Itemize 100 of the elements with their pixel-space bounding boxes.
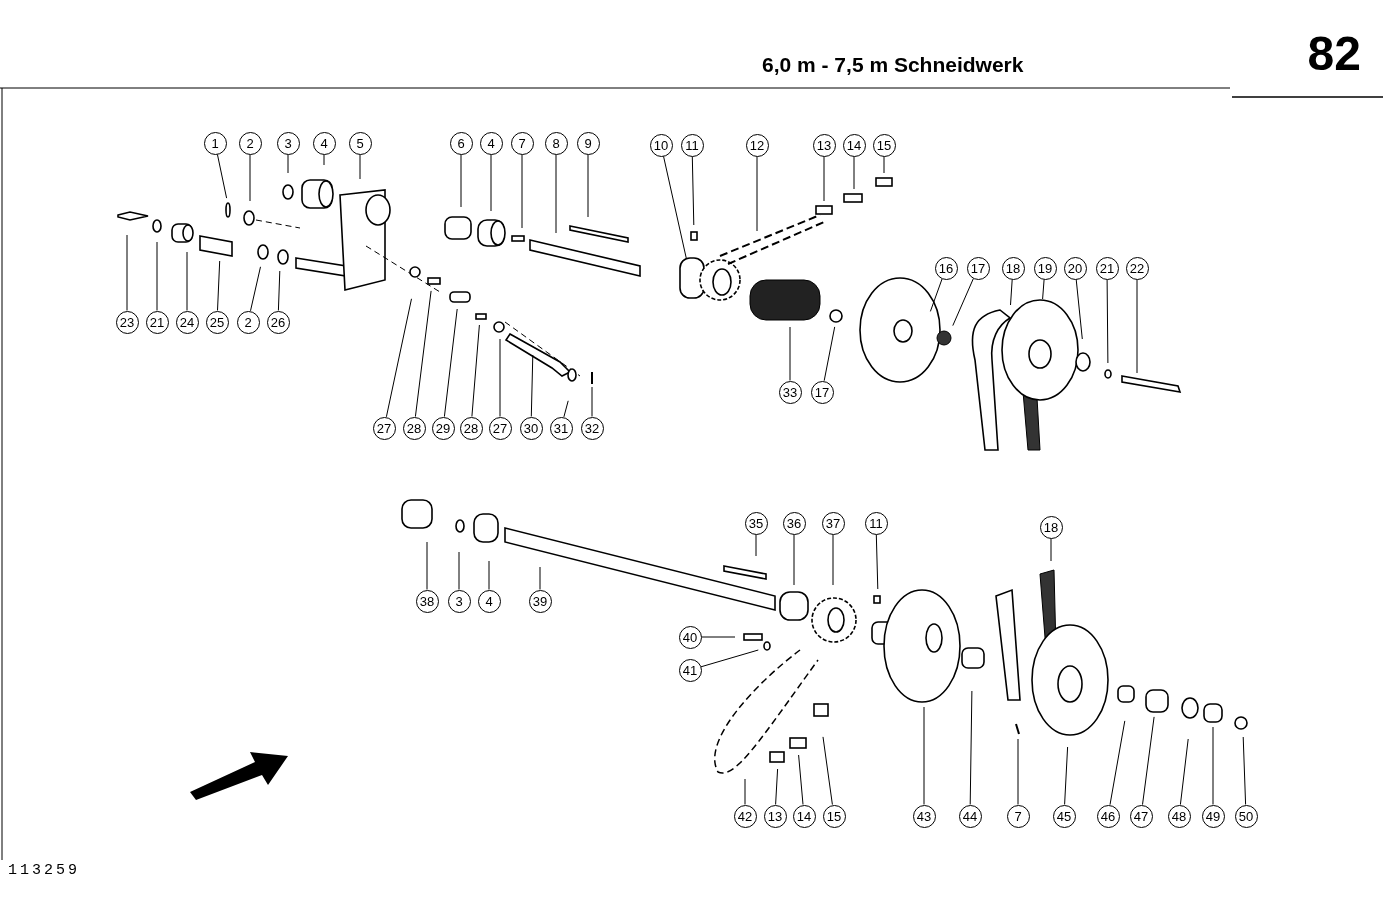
callout-number: 26 <box>266 310 290 334</box>
callout-number: 28 <box>402 416 426 440</box>
callout-number: 2 <box>238 131 262 155</box>
drawing-number: 113259 <box>8 861 80 881</box>
callout-number: 4 <box>312 131 336 155</box>
leader-line <box>323 154 325 166</box>
leader-line <box>700 649 759 668</box>
leader-line <box>798 754 804 805</box>
leader-line <box>853 156 855 190</box>
callout-number: 38 <box>415 589 439 613</box>
leader-line <box>414 290 432 418</box>
callout-number: 42 <box>733 804 757 828</box>
leader-line <box>1179 738 1189 806</box>
leader-line <box>1106 279 1109 364</box>
callout-number: 19 <box>1033 256 1057 280</box>
leader-line <box>521 154 523 229</box>
callout-number: 31 <box>549 416 573 440</box>
leader-line <box>1050 538 1052 562</box>
leader-line <box>1075 278 1083 340</box>
leader-line <box>923 706 925 805</box>
callout-number: 9 <box>576 131 600 155</box>
callout-number: 37 <box>821 511 845 535</box>
leader-line <box>701 636 736 638</box>
callout-number: 5 <box>348 131 372 155</box>
leader-line <box>126 234 128 311</box>
callout-number: 18 <box>1001 256 1025 280</box>
callout-number: 46 <box>1096 804 1120 828</box>
callout-number: 3 <box>447 589 471 613</box>
callout-number: 17 <box>966 256 990 280</box>
leader-line <box>1142 716 1155 806</box>
callout-number: 41 <box>678 658 702 682</box>
leader-line <box>823 156 825 202</box>
callout-number: 20 <box>1063 256 1087 280</box>
callout-number: 39 <box>528 589 552 613</box>
callout-number: 30 <box>519 416 543 440</box>
leader-line <box>969 690 973 805</box>
leader-line <box>490 154 492 212</box>
callout-number: 21 <box>145 310 169 334</box>
leader-line <box>789 326 791 381</box>
leader-line <box>1042 279 1045 300</box>
leader-line <box>216 153 228 199</box>
leader-line <box>530 354 534 417</box>
leader-line <box>1136 279 1138 374</box>
callout-number: 7 <box>510 131 534 155</box>
callout-number: 2 <box>236 310 260 334</box>
leader-line <box>1242 736 1247 805</box>
callout-number: 12 <box>745 133 769 157</box>
leader-line <box>1017 738 1019 805</box>
leader-line <box>186 251 188 311</box>
callout-number: 28 <box>459 416 483 440</box>
callout-number: 32 <box>580 416 604 440</box>
callout-number: 23 <box>115 310 139 334</box>
callout-number: 4 <box>479 131 503 155</box>
leader-line <box>359 154 361 180</box>
callout-number: 27 <box>488 416 512 440</box>
callout-number: 14 <box>792 804 816 828</box>
leader-line <box>539 566 541 590</box>
leader-line <box>488 560 490 590</box>
title: 6,0 m - 7,5 m Schneidwerk <box>762 52 1024 78</box>
callout-number: 24 <box>175 310 199 334</box>
leader-line <box>691 156 695 226</box>
callout-number: 3 <box>276 131 300 155</box>
leader-line <box>952 278 974 327</box>
callout-number: 15 <box>872 133 896 157</box>
leader-line <box>287 154 289 174</box>
callout-number: 43 <box>912 804 936 828</box>
leader-line <box>744 778 746 805</box>
callout-number: 11 <box>864 511 888 535</box>
callout-number: 14 <box>842 133 866 157</box>
leader-line <box>426 541 428 590</box>
leader-line <box>249 154 251 202</box>
leader-line <box>755 534 757 557</box>
leader-line <box>499 338 501 417</box>
callout-number: 27 <box>372 416 396 440</box>
callout-number: 8 <box>544 131 568 155</box>
callout-number: 29 <box>431 416 455 440</box>
callout-number: 48 <box>1167 804 1191 828</box>
callout-number: 45 <box>1052 804 1076 828</box>
leader-line <box>822 736 833 806</box>
leader-line <box>1064 746 1069 805</box>
callout-number: 13 <box>763 804 787 828</box>
leader-line <box>563 400 569 418</box>
callout-number: 16 <box>934 256 958 280</box>
leader-line <box>875 534 879 590</box>
callout-number: 36 <box>782 511 806 535</box>
callout-number: 18 <box>1039 515 1063 539</box>
leader-line <box>929 278 943 312</box>
callout-number: 33 <box>778 380 802 404</box>
leader-line <box>471 324 480 417</box>
leader-line <box>385 298 412 418</box>
callout-number: 11 <box>680 133 704 157</box>
leader-line <box>156 241 158 311</box>
callout-number: 47 <box>1129 804 1153 828</box>
leader-line <box>250 266 261 312</box>
callout-number: 10 <box>649 133 673 157</box>
callout-number: 25 <box>205 310 229 334</box>
leader-line <box>663 155 687 260</box>
leader-line <box>1109 720 1126 806</box>
callout-number: 6 <box>449 131 473 155</box>
callout-number: 1 <box>203 131 227 155</box>
